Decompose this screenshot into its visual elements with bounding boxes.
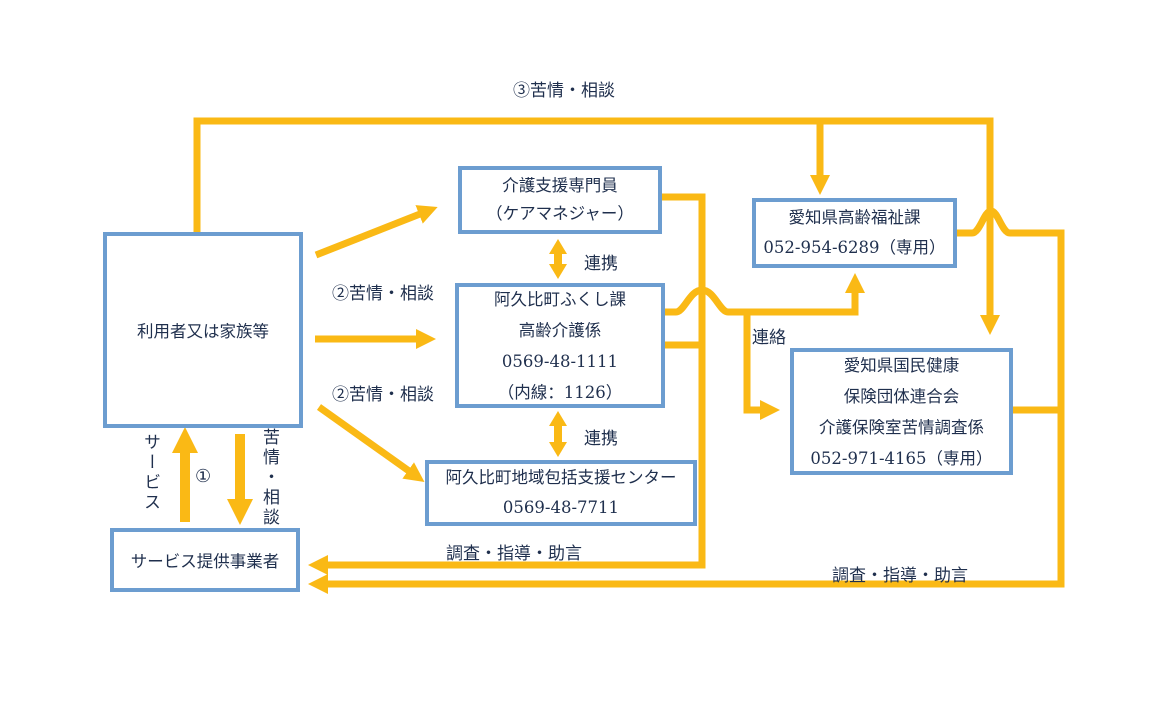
box-care-manager-line1: 介護支援専門員 <box>502 176 618 195</box>
box-user: 利用者又は家族等 <box>103 232 303 428</box>
box-town-welfare-line1: 阿久比町ふくし課 <box>494 289 626 309</box>
box-kokuho-line1: 愛知県国民健康 <box>843 355 960 375</box>
connector-pref-to-provider <box>308 207 1065 594</box>
box-kokuho: 愛知県国民健康 保険団体連合会 介護保険室苦情調査係 052-971-4165（… <box>790 348 1013 475</box>
connector-user-to-care-manager <box>314 205 438 259</box>
connector-care-manager-to-provider <box>308 193 706 575</box>
box-community-center-line1: 阿久比町地域包括支援センター <box>445 468 677 487</box>
label-renkei-upper: 連携 <box>584 254 618 274</box>
connector-renraku-to-kokuho <box>743 312 780 420</box>
box-kokuho-line4: 052-971-4165（専用） <box>810 448 993 468</box>
label-number1: ① <box>195 466 212 487</box>
box-pref-welfare-line1: 愛知県高齢福祉課 <box>788 208 921 227</box>
label-complaint-vertical: 苦情・相談 <box>259 428 279 528</box>
box-town-welfare-line4: （内線：1126） <box>497 382 623 402</box>
box-kokuho-line3: 介護保険室苦情調査係 <box>819 417 984 437</box>
box-provider: サービス提供事業者 <box>110 528 300 592</box>
label-complaint2-upper: ②苦情・相談 <box>332 284 434 304</box>
label-complaint2-lower: ②苦情・相談 <box>332 385 434 405</box>
box-town-welfare-line3: 0569-48-1111 <box>501 351 619 371</box>
box-town-welfare: 阿久比町ふくし課 高齢介護係 0569-48-1111 （内線：1126） <box>455 283 665 408</box>
box-kokuho-line2: 保険団体連合会 <box>843 386 960 406</box>
box-community-center-line2: 0569-48-7711 <box>502 498 620 517</box>
box-pref-welfare: 愛知県高齢福祉課 052-954-6289（専用） <box>752 198 957 268</box>
box-pref-welfare-line2: 052-954-6289（専用） <box>763 238 946 257</box>
label-survey-right: 調査・指導・助言 <box>832 566 968 586</box>
label-complaint3: ③苦情・相談 <box>513 81 615 101</box>
label-renkei-lower: 連携 <box>584 429 618 449</box>
label-survey-center: 調査・指導・助言 <box>446 544 582 564</box>
label-renraku: 連絡 <box>752 328 786 348</box>
box-care-manager: 介護支援専門員 （ケアマネジャー） <box>458 166 662 234</box>
label-service-vertical: サービス <box>140 433 160 513</box>
connector-user-top-to-kokuho <box>193 117 1000 335</box>
box-community-center: 阿久比町地域包括支援センター 0569-48-7711 <box>425 460 697 526</box>
box-town-welfare-line2: 高齢介護係 <box>518 320 602 340</box>
box-provider-label: サービス提供事業者 <box>130 552 280 571</box>
connector-user-to-community-center <box>316 404 425 483</box>
box-user-label: 利用者又は家族等 <box>137 322 269 341</box>
box-care-manager-line2: （ケアマネジャー） <box>486 204 634 223</box>
connector-town-welfare-to-pref-welfare <box>665 273 865 316</box>
